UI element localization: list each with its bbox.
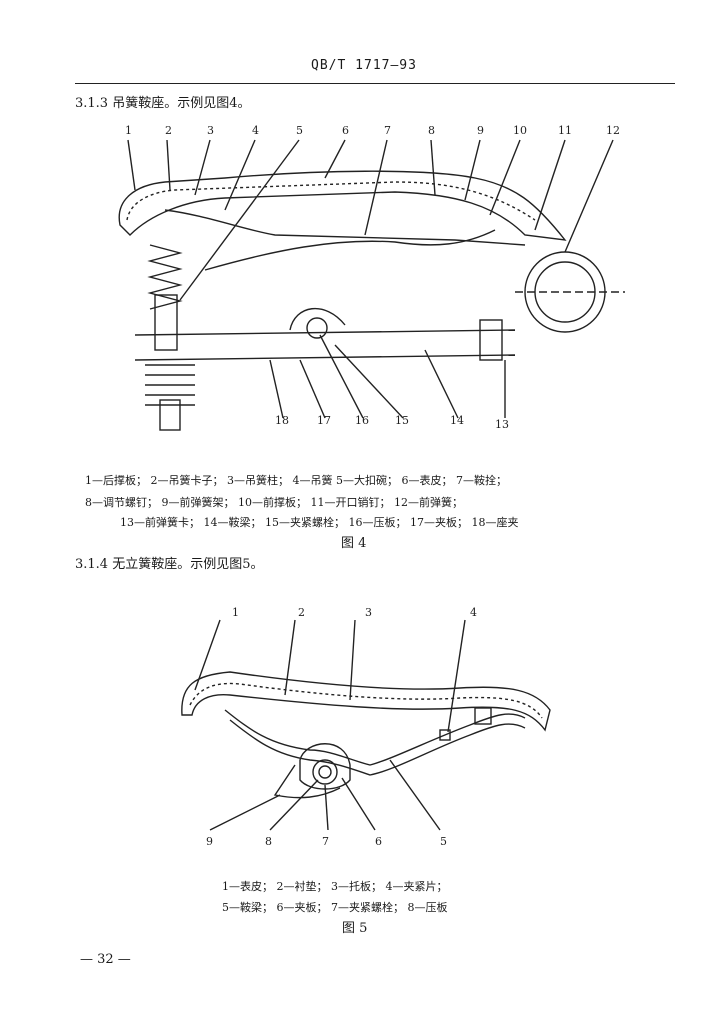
header-rule xyxy=(75,83,675,84)
fig4-caption: 图 4 xyxy=(341,536,367,551)
fig4-label-11: 11 xyxy=(558,124,572,137)
fig5-label-6: 6 xyxy=(375,835,382,848)
fig5-caption: 图 5 xyxy=(342,921,368,936)
fig5-label-3: 3 xyxy=(365,606,372,619)
fig5-legend-line-2: 5—鞍梁； 6—夹板； 7—夹紧螺栓； 8—压板 xyxy=(222,901,448,914)
fig4-label-9: 9 xyxy=(477,124,484,137)
fig4-label-10: 10 xyxy=(513,124,527,137)
fig5-legend-line-1: 1—表皮； 2—衬垫； 3—托板； 4—夹紧片； xyxy=(222,880,448,893)
fig4-legend-line-2: 8—调节螺钉； 9—前弹簧架； 10—前撑板； 11—开口销钉； 12—前弹簧； xyxy=(85,496,463,509)
fig4-label-1: 1 xyxy=(125,124,132,137)
section-3-1-4: 3.1.4 无立簧鞍座。示例见图5。 xyxy=(75,557,264,572)
fig5-label-8: 8 xyxy=(265,835,272,848)
figure-5-drawing: 1 2 3 4 5 6 7 8 9 xyxy=(181,606,551,848)
fig5-label-2: 2 xyxy=(298,606,305,619)
fig4-label-17: 17 xyxy=(317,414,331,427)
fig5-label-4: 4 xyxy=(470,606,477,619)
figure-4-drawing: 1 2 3 4 5 6 7 8 9 10 11 12 13 14 15 16 1… xyxy=(118,124,625,431)
fig4-label-8: 8 xyxy=(428,124,435,137)
section-3-1-3: 3.1.3 吊簧鞍座。示例见图4。 xyxy=(75,96,251,111)
fig4-label-16: 16 xyxy=(355,414,369,427)
fig4-label-6: 6 xyxy=(342,124,349,137)
fig5-label-5: 5 xyxy=(440,835,447,848)
fig4-label-7: 7 xyxy=(384,124,391,137)
fig4-label-15: 15 xyxy=(395,414,409,427)
fig4-legend-line-1: 1—后撑板； 2—吊簧卡子； 3—吊簧柱； 4—吊簧 5—大扣碗； 6—表皮； … xyxy=(85,474,507,487)
fig4-label-2: 2 xyxy=(165,124,172,137)
fig4-label-12: 12 xyxy=(606,124,620,137)
fig4-label-4: 4 xyxy=(252,124,259,137)
fig4-label-18: 18 xyxy=(275,414,289,427)
fig5-label-7: 7 xyxy=(322,835,329,848)
fig4-label-5: 5 xyxy=(296,124,303,137)
fig4-legend-line-3: 13—前弹簧卡； 14—鞍梁； 15—夹紧螺栓； 16—压板； 17—夹板； 1… xyxy=(120,516,519,529)
fig4-label-3: 3 xyxy=(207,124,214,137)
fig5-label-9: 9 xyxy=(206,835,213,848)
fig4-label-13: 13 xyxy=(495,418,509,431)
page-number: — 32 — xyxy=(80,952,131,967)
standard-header: QB/T 1717—93 xyxy=(311,58,417,73)
fig4-label-14: 14 xyxy=(450,414,464,427)
fig5-label-1: 1 xyxy=(232,606,239,619)
